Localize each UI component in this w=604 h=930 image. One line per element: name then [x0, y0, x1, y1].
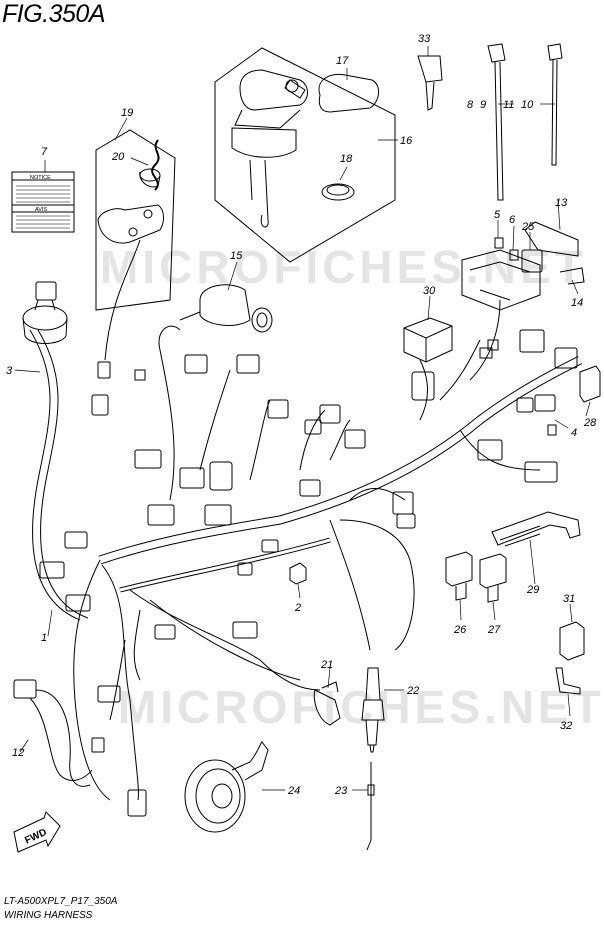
- callout-2: 2: [294, 602, 301, 614]
- watermark-bottom: MICROFICHES.NET: [118, 681, 604, 733]
- callout-8: 8: [467, 99, 474, 111]
- fwd-arrow: [13, 811, 61, 853]
- callout-23: 23: [334, 785, 348, 797]
- callout-7: 7: [41, 146, 48, 158]
- connector-26: [445, 551, 473, 601]
- callout-30: 30: [423, 285, 436, 297]
- callout-15: 15: [230, 250, 243, 262]
- callout-6: 6: [509, 214, 516, 226]
- connector-31: [559, 621, 585, 661]
- horn-24: [184, 741, 269, 833]
- callout-16: 16: [400, 135, 413, 147]
- leader-lines: [14, 46, 591, 791]
- notice-top-text: NOTICE: [30, 175, 51, 181]
- callout-19: 19: [121, 107, 133, 119]
- callout-10: 10: [521, 99, 534, 111]
- callout-24: 24: [287, 785, 300, 797]
- callout-5: 5: [494, 209, 501, 221]
- callout-17: 17: [336, 55, 349, 67]
- callout-21: 21: [320, 659, 333, 671]
- watermark-top: MICROFICHES.NET: [100, 241, 587, 293]
- switch-box-19: [95, 129, 176, 379]
- main-harness-1: [29, 299, 583, 801]
- bracket-29: [491, 511, 581, 547]
- figure-caption: WIRING HARNESS: [4, 910, 93, 921]
- clamp-21: [313, 681, 341, 726]
- clip-32: [555, 667, 581, 695]
- callout-20: 20: [111, 151, 125, 163]
- callout-12: 12: [12, 747, 24, 759]
- sensor-22: [361, 667, 385, 753]
- callout-4: 4: [571, 427, 577, 439]
- connector-2: [289, 562, 307, 585]
- callout-13: 13: [555, 197, 568, 209]
- callout-27: 27: [487, 624, 501, 636]
- harness-connectors: [39, 329, 578, 817]
- callout-22: 22: [406, 685, 419, 697]
- callout-3: 3: [6, 365, 13, 377]
- callout-28: 28: [583, 417, 597, 429]
- relay-30: [403, 317, 453, 363]
- connector-15: [179, 284, 273, 333]
- callout-11: 11: [503, 99, 514, 111]
- notice-bottom-text: AVIS: [35, 207, 47, 213]
- key-33: [417, 55, 443, 111]
- cable-tie-10: [547, 43, 563, 166]
- callout-33: 33: [418, 33, 431, 45]
- figure-title: FIG.350A: [2, 0, 106, 28]
- connector-3: [22, 281, 68, 344]
- model-code: LT-A500XPL7_P17_350A: [4, 896, 118, 907]
- notice-label-7: [11, 171, 75, 233]
- fuse-box-13: [461, 221, 585, 311]
- harness-12: [13, 679, 105, 787]
- callout-26: 26: [453, 624, 467, 636]
- callout-32: 32: [560, 720, 572, 732]
- connector-27: [479, 553, 507, 603]
- callout-25: 25: [521, 221, 535, 233]
- callout-18: 18: [340, 153, 353, 165]
- fwd-label: FWD: [23, 827, 48, 847]
- callout-14: 14: [571, 297, 583, 309]
- cable-tie-11: [487, 43, 506, 201]
- callout-31: 31: [563, 593, 575, 605]
- callout-9: 9: [480, 99, 486, 111]
- callout-29: 29: [526, 584, 539, 596]
- callout-1: 1: [41, 632, 47, 644]
- pin-23: [366, 762, 375, 851]
- connector-28: [579, 365, 601, 403]
- ignition-box-16: [214, 47, 396, 263]
